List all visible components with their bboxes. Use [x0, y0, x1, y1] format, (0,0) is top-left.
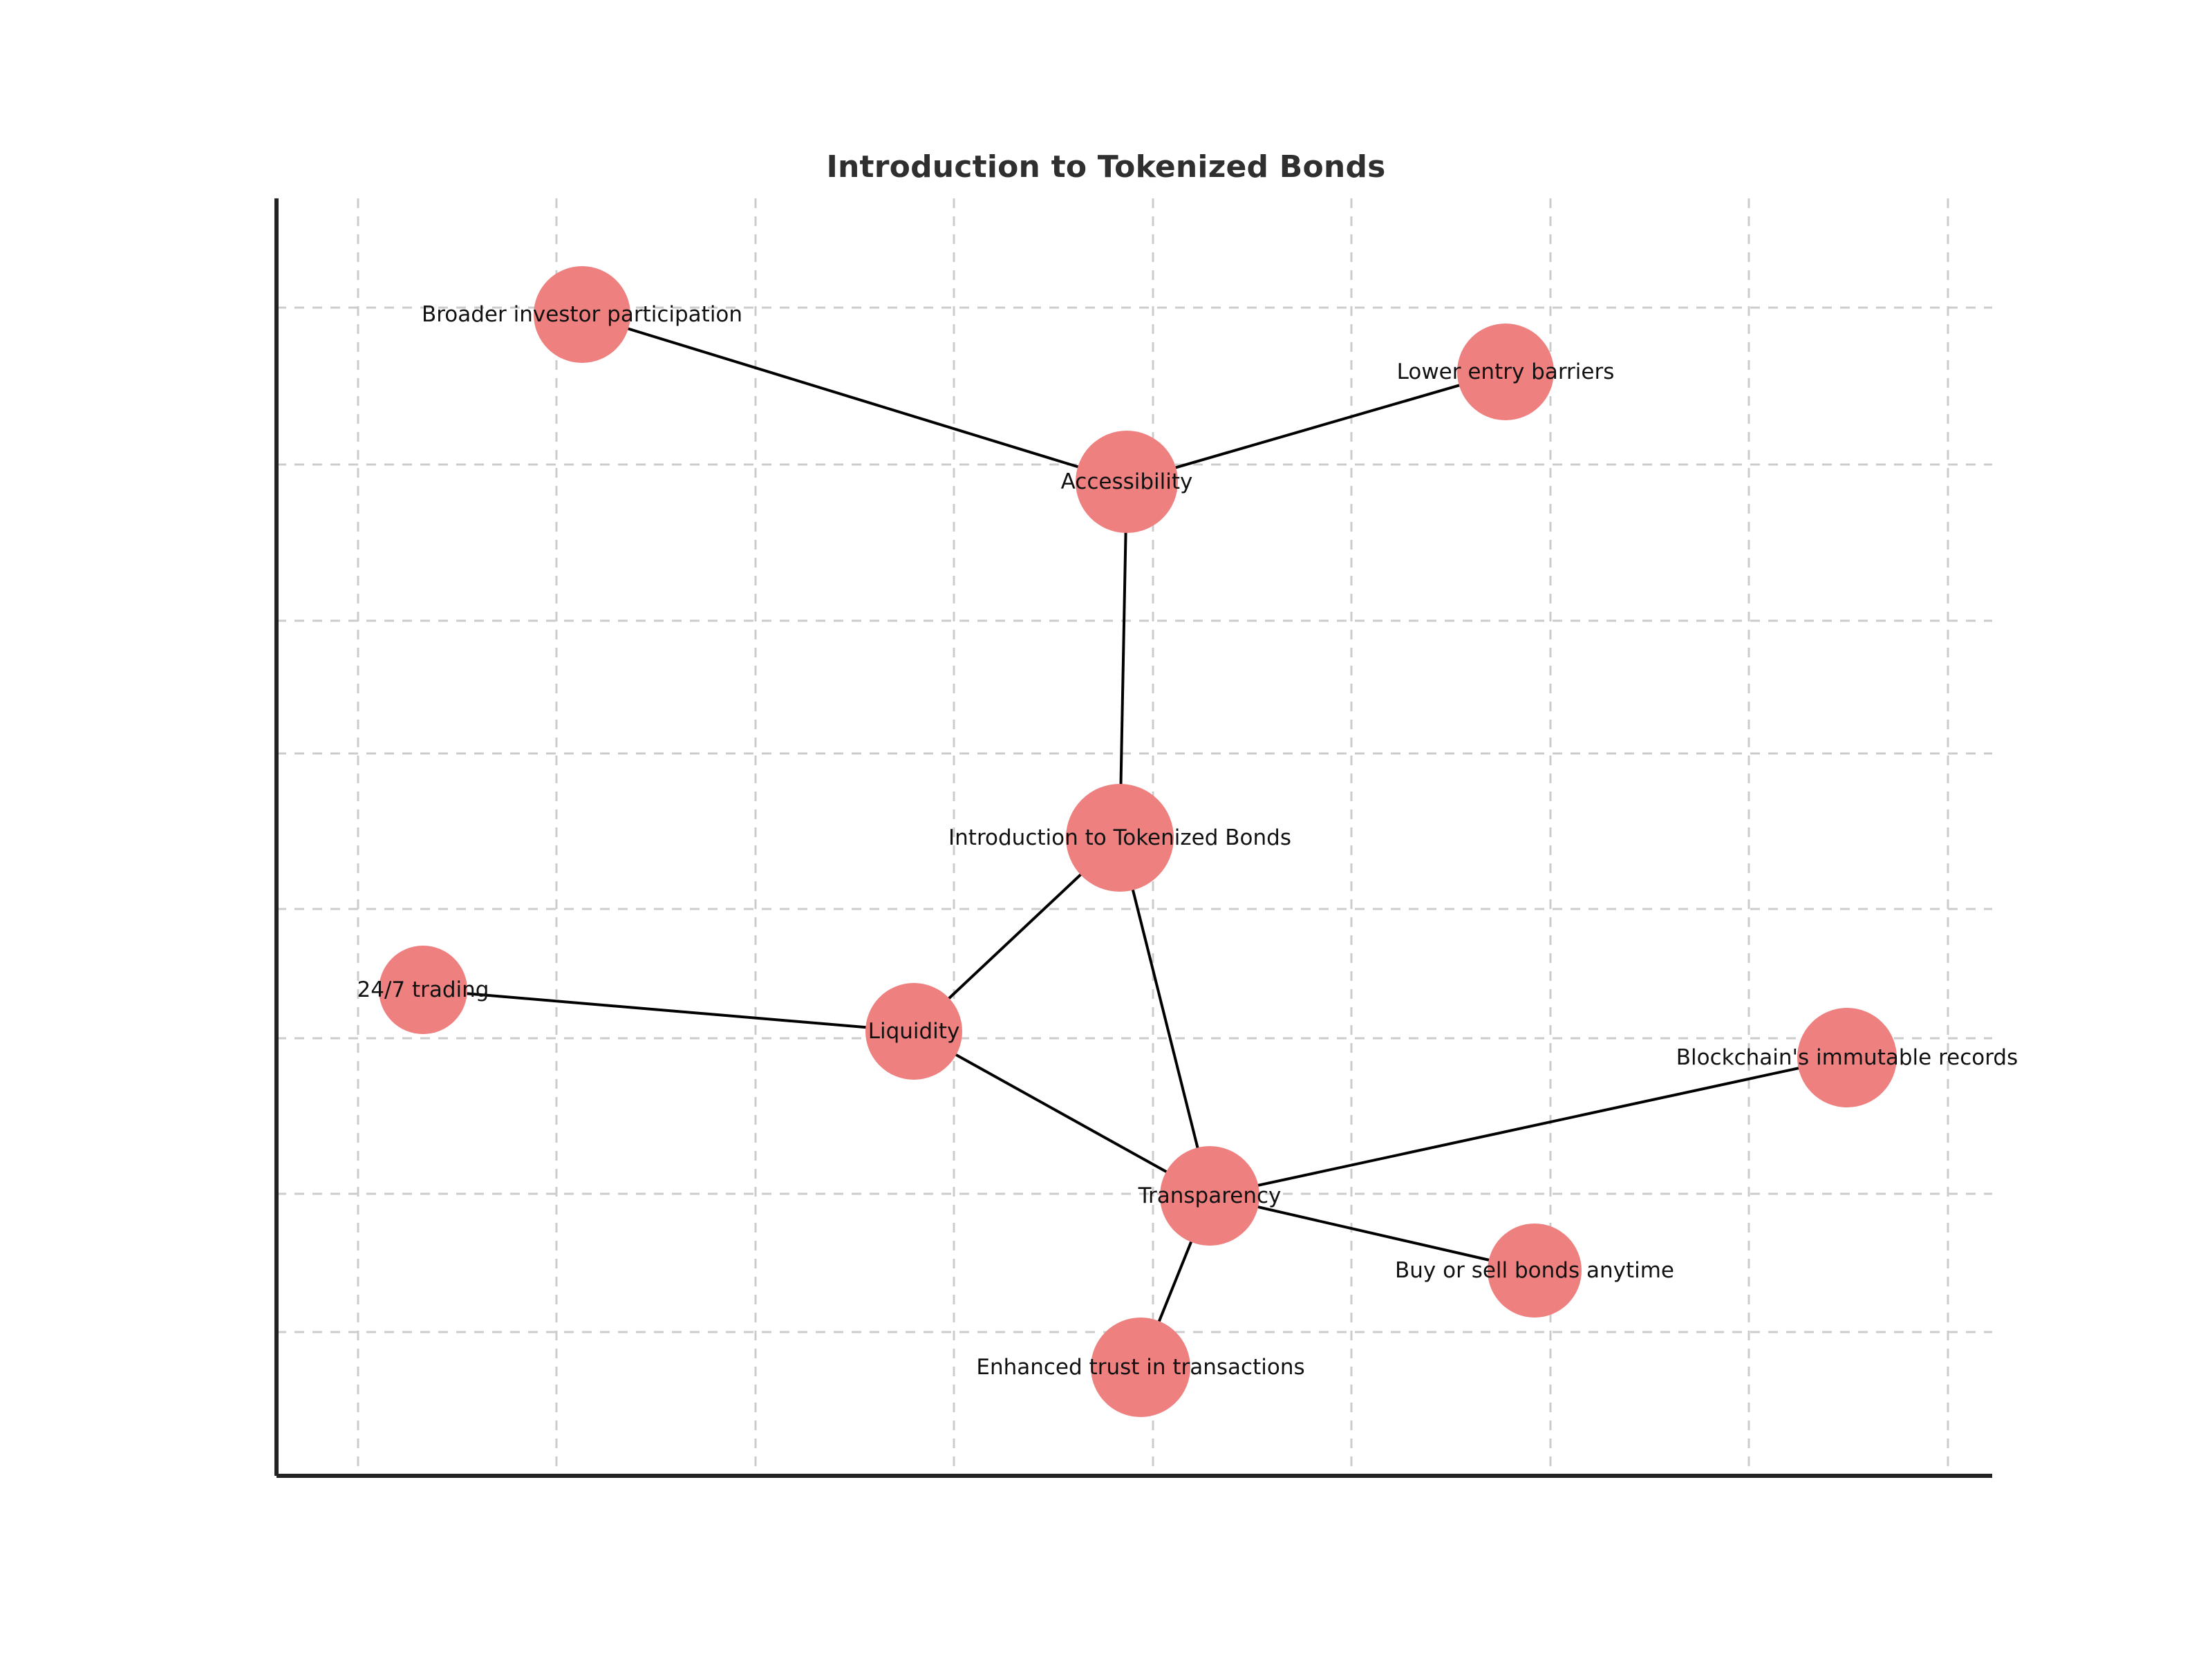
graph-edge — [465, 992, 868, 1029]
graph-node-root[interactable] — [1066, 784, 1174, 892]
graph-edge — [1119, 530, 1127, 787]
graph-node-liquidity[interactable] — [865, 983, 962, 1080]
graph-node-transparency[interactable] — [1160, 1146, 1259, 1246]
edge-layer — [465, 326, 1801, 1324]
graph-node-trading247[interactable] — [379, 946, 467, 1034]
graph-node-accessibility[interactable] — [1076, 431, 1178, 533]
graph-node-enhanced[interactable] — [1091, 1318, 1190, 1417]
graph-node-lowerentry[interactable] — [1457, 324, 1554, 420]
graph-edge — [946, 872, 1083, 1001]
graph-node-broader[interactable] — [534, 266, 630, 363]
graph-edge — [626, 326, 1080, 469]
graph-edge — [1255, 1205, 1491, 1262]
graph-edge — [1156, 1239, 1194, 1324]
graph-edge — [1131, 888, 1200, 1150]
graph-edge — [953, 1052, 1169, 1174]
graph-edge — [1256, 1066, 1801, 1188]
graph-edge — [1173, 383, 1462, 470]
grid-layer — [276, 198, 1992, 1476]
node-layer[interactable] — [379, 266, 1897, 1417]
axis-spines — [274, 198, 1992, 1478]
graph-node-buysell[interactable] — [1488, 1224, 1582, 1318]
page-title: Introduction to Tokenized Bonds — [826, 149, 1386, 185]
graph-node-blockchain[interactable] — [1797, 1008, 1897, 1107]
